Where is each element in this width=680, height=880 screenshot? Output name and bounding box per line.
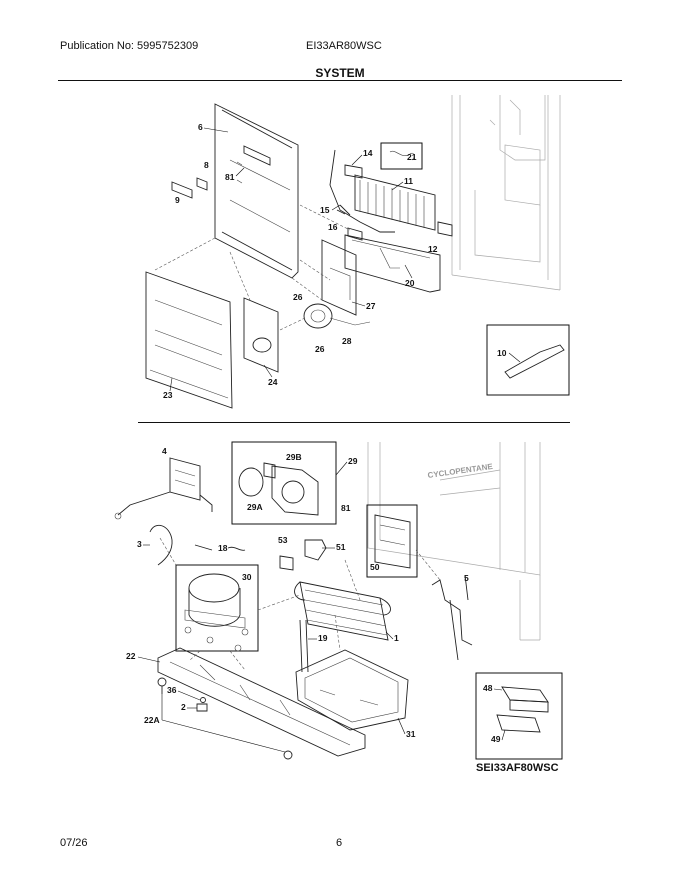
label-20: 20 [405, 278, 415, 288]
label-29: 29 [348, 456, 358, 466]
condensate-drain-pan [295, 649, 409, 731]
evaporator-fan-motor [303, 303, 371, 329]
label-28: 28 [342, 336, 352, 346]
label-15: 15 [320, 205, 330, 215]
section-title: SYSTEM [315, 66, 365, 80]
label-10: 10 [497, 348, 507, 358]
label-29A: 29A [247, 502, 263, 512]
label-14: 14 [363, 148, 373, 158]
label-48: 48 [483, 683, 493, 693]
label-4: 4 [162, 446, 167, 456]
label-51: 51 [336, 542, 346, 552]
label-18: 18 [218, 543, 228, 553]
label-29B: 29B [286, 452, 302, 462]
sensor-connector [437, 221, 453, 237]
drain-pan [344, 227, 441, 293]
lower-part-labels: 4 29B 29 29A 81 3 18 53 51 50 30 5 19 1 … [126, 446, 506, 744]
condenser-coil [294, 581, 391, 641]
variant-inset-box [475, 672, 563, 760]
assembly-guides [154, 204, 351, 331]
fan-shroud [321, 239, 357, 316]
cabinet-outline-upper [451, 95, 561, 291]
label-19: 19 [318, 633, 328, 643]
cabinet-stencil: CYCLOPENTANE [427, 462, 494, 480]
label-12: 12 [428, 244, 438, 254]
control-board-callout-box [366, 504, 418, 578]
rear-access-panel [145, 271, 233, 409]
dispenser-module [496, 686, 549, 733]
cabinet-outline-lower [367, 442, 541, 641]
evaporator-coil [329, 149, 436, 233]
ice-maker-heater-inset [486, 324, 570, 396]
light-lens [171, 177, 208, 199]
publication-number: Publication No: 5995752309 [60, 40, 199, 52]
label-27: 27 [366, 301, 376, 311]
wire-harness [431, 574, 473, 661]
discharge-tube [149, 524, 173, 566]
harness-callout-box [380, 142, 423, 170]
label-1: 1 [394, 633, 399, 643]
drain-tube [304, 539, 327, 561]
label-5: 5 [464, 573, 469, 583]
label-49: 49 [491, 734, 501, 744]
label-9: 9 [175, 195, 180, 205]
variant-model-label: SEI33AF80WSC [476, 762, 559, 774]
label-22A: 22A [144, 715, 160, 725]
screw [200, 697, 206, 703]
label-23: 23 [163, 390, 173, 400]
start-relay [114, 457, 213, 520]
compressor-callout-box [175, 564, 259, 652]
tubing-clips [194, 544, 246, 551]
label-3: 3 [137, 539, 142, 549]
label-31: 31 [406, 729, 416, 739]
label-26a: 26 [293, 292, 303, 302]
page-number: 6 [336, 837, 343, 849]
label-26b: 26 [315, 344, 325, 354]
compressor [184, 573, 249, 652]
assembly-guides-lower [159, 537, 441, 671]
label-22: 22 [126, 651, 136, 661]
condenser-fan-callout-box [231, 441, 337, 525]
label-30: 30 [242, 572, 252, 582]
main-control-board [374, 514, 411, 569]
fan-bracket [243, 297, 279, 373]
suction-line [299, 619, 309, 673]
harness-wire [389, 150, 415, 161]
drain-heater [279, 555, 294, 571]
label-36: 36 [167, 685, 177, 695]
compressor-base-plate [157, 647, 366, 760]
condenser-fan-motor [238, 462, 319, 516]
label-53: 53 [278, 535, 288, 545]
label-21: 21 [407, 152, 417, 162]
header-rule [58, 80, 622, 81]
label-24: 24 [268, 377, 278, 387]
label-81: 81 [225, 172, 235, 182]
section-divider [138, 422, 570, 423]
heater-element [504, 344, 565, 379]
label-50: 50 [370, 562, 380, 572]
upper-part-labels: 6 8 81 9 14 21 11 15 16 12 20 26 27 28 2… [163, 122, 521, 400]
label-81b: 81 [341, 503, 351, 513]
label-11: 11 [404, 176, 413, 186]
label-16: 16 [328, 222, 338, 232]
model-number: EI33AR80WSC [306, 40, 382, 52]
label-2: 2 [181, 702, 186, 712]
leader-22a [161, 694, 286, 753]
evaporator-cover-panel [214, 103, 299, 279]
label-8: 8 [204, 160, 209, 170]
label-6: 6 [198, 122, 203, 132]
footer-date: 07/26 [60, 837, 88, 849]
bracket-clip [196, 703, 208, 712]
